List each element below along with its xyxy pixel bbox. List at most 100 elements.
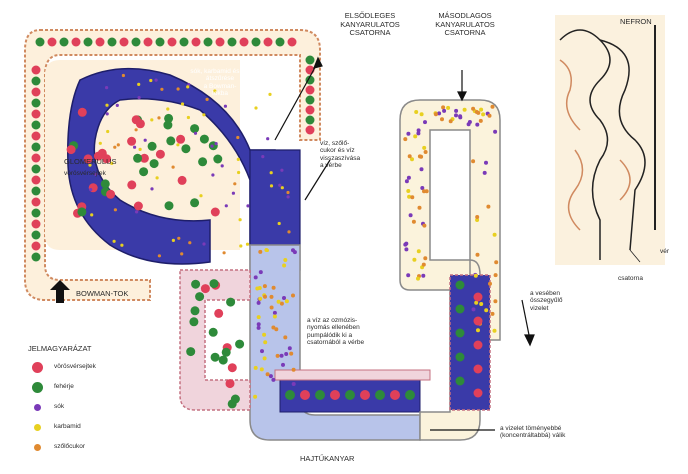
particle bbox=[72, 38, 81, 47]
particle bbox=[168, 38, 177, 47]
particle bbox=[474, 293, 483, 302]
particle bbox=[194, 132, 197, 135]
particle bbox=[139, 148, 142, 151]
particle bbox=[456, 281, 465, 290]
particle bbox=[214, 309, 223, 318]
particle bbox=[390, 390, 400, 400]
particle bbox=[165, 201, 174, 210]
particle bbox=[494, 260, 498, 264]
particle bbox=[211, 208, 220, 217]
particle bbox=[224, 105, 227, 108]
particle bbox=[360, 390, 370, 400]
particle bbox=[133, 146, 136, 149]
legend-dot-0 bbox=[32, 362, 43, 373]
particle bbox=[226, 298, 235, 307]
particle bbox=[288, 38, 297, 47]
particle bbox=[231, 395, 240, 404]
particle bbox=[424, 150, 428, 154]
particle bbox=[117, 143, 120, 146]
particle bbox=[157, 116, 160, 119]
particle bbox=[32, 198, 41, 207]
particle bbox=[228, 363, 237, 372]
particle bbox=[89, 188, 92, 191]
particle bbox=[422, 263, 426, 267]
particle bbox=[155, 79, 158, 82]
particle bbox=[32, 121, 41, 130]
particle bbox=[135, 128, 138, 131]
particle bbox=[491, 105, 495, 109]
particle bbox=[106, 190, 115, 199]
particle bbox=[287, 195, 290, 198]
particle bbox=[253, 395, 257, 399]
particle bbox=[32, 187, 41, 196]
particle bbox=[187, 116, 190, 119]
particle bbox=[222, 348, 231, 357]
legend-label-0: vörösvérsejtek bbox=[54, 363, 96, 370]
particle bbox=[106, 112, 109, 115]
collecting-duct bbox=[450, 275, 490, 410]
particle bbox=[288, 346, 292, 350]
nephron-inset bbox=[555, 15, 665, 265]
particle bbox=[471, 159, 475, 163]
particle bbox=[408, 154, 412, 158]
particle bbox=[237, 171, 240, 174]
particle bbox=[206, 98, 209, 101]
particle bbox=[246, 204, 249, 207]
particle bbox=[32, 88, 41, 97]
particle bbox=[476, 328, 480, 332]
particle bbox=[345, 390, 355, 400]
particle bbox=[285, 390, 295, 400]
particle bbox=[292, 382, 296, 386]
particle bbox=[213, 155, 222, 164]
particle bbox=[284, 352, 288, 356]
particle bbox=[189, 317, 198, 326]
particle bbox=[264, 38, 273, 47]
particle bbox=[198, 157, 207, 166]
particle bbox=[263, 284, 267, 288]
particle bbox=[258, 250, 262, 254]
particle bbox=[158, 254, 161, 257]
particle bbox=[422, 146, 426, 150]
particle bbox=[467, 122, 471, 126]
particle bbox=[191, 280, 200, 289]
particle bbox=[181, 144, 190, 153]
particle bbox=[252, 38, 261, 47]
particle bbox=[150, 187, 153, 190]
particle bbox=[471, 107, 475, 111]
legend-dot-1 bbox=[32, 382, 43, 393]
particle bbox=[114, 208, 117, 211]
particle bbox=[190, 198, 199, 207]
particle bbox=[232, 192, 235, 195]
particle bbox=[474, 341, 483, 350]
particle bbox=[271, 378, 275, 382]
particle bbox=[472, 307, 476, 311]
particle bbox=[186, 347, 195, 356]
particle bbox=[84, 38, 93, 47]
particle bbox=[493, 329, 497, 333]
nephron-label: NEFRON bbox=[620, 18, 652, 27]
particle bbox=[494, 273, 498, 277]
particle bbox=[280, 354, 284, 358]
particle bbox=[262, 333, 266, 337]
particle bbox=[410, 195, 414, 199]
particle bbox=[257, 322, 261, 326]
particle bbox=[417, 249, 421, 253]
particle bbox=[177, 237, 180, 240]
particle bbox=[491, 312, 495, 316]
particle bbox=[488, 282, 492, 286]
particle bbox=[32, 242, 41, 251]
particle bbox=[32, 231, 41, 240]
particle bbox=[458, 115, 462, 119]
particle bbox=[281, 363, 285, 367]
particle bbox=[160, 88, 163, 91]
particle bbox=[258, 286, 262, 290]
particle bbox=[291, 248, 295, 252]
particle bbox=[446, 106, 450, 110]
particle bbox=[475, 123, 479, 127]
particle bbox=[434, 112, 438, 116]
particle bbox=[257, 301, 261, 305]
particle bbox=[166, 136, 175, 145]
particle bbox=[200, 135, 209, 144]
particle bbox=[474, 274, 478, 278]
